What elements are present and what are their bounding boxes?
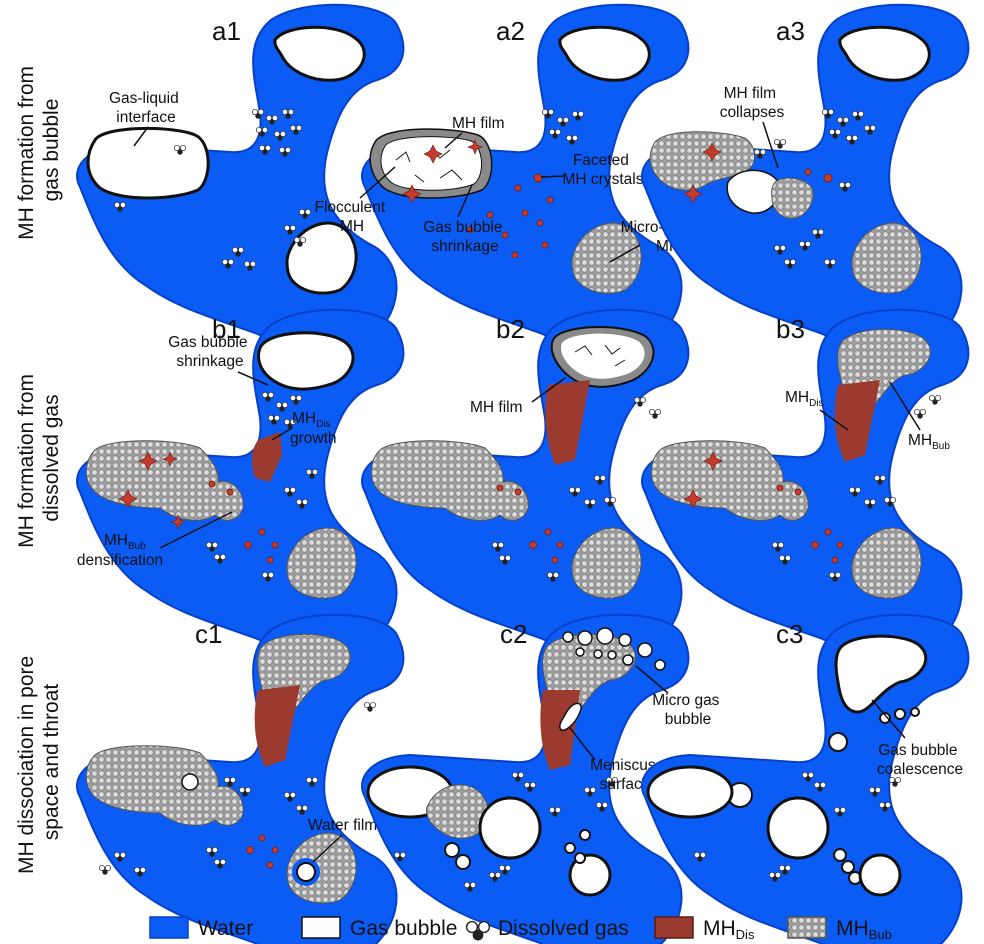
gas-bubble (258, 333, 353, 389)
panel-a1: a1 Gas-liquid interface (77, 5, 403, 352)
gas-bubble (648, 767, 732, 817)
panel-tag-b3: b3 (776, 314, 805, 344)
panel-tag-a2: a2 (496, 16, 525, 46)
row-title-b-line1: MH formation from (15, 374, 38, 548)
anno-mh-film: MH film (452, 115, 505, 132)
legend-swatch-gas-bubble (302, 917, 340, 938)
anno-mh-bub-b3: MHBub (908, 432, 950, 452)
anno-gas-bubble-shrinkage-b1: Gas bubble shrinkage (168, 334, 252, 370)
panel-tag-b2: b2 (496, 314, 525, 344)
anno-micro-gas-bubble: Micro gas bubble (652, 692, 724, 728)
panel-tag-c2: c2 (500, 619, 527, 649)
gas-bubble-shrunk (381, 137, 482, 191)
panel-b2: b2 MH film (362, 310, 688, 657)
panel-c3: c3 Gas bubble coalescence (642, 615, 968, 944)
gas-bubble (860, 855, 900, 895)
panel-b3: b3 MHDis MHBub (642, 310, 968, 657)
gas-bubble (480, 798, 540, 858)
panel-c1: c1 Water film (77, 615, 403, 944)
panel-tag-c3: c3 (776, 619, 803, 649)
row-title-b-line2: dissolved gas (40, 394, 63, 521)
panel-tag-a1: a1 (212, 16, 241, 46)
dissolved-gas-icon (467, 922, 490, 941)
anno-mh-film-collapses: MH film collapses (720, 85, 785, 121)
gas-bubble (768, 798, 828, 858)
row-title-b: MH formation from dissolved gas (15, 368, 63, 548)
row-title-a-line1: MH formation from (15, 66, 38, 240)
legend-item-gas-bubble: Gas bubble (302, 917, 457, 940)
arrow (541, 176, 565, 177)
legend-item-mh-dis: MHDis (655, 917, 755, 942)
gas-bubble (297, 863, 315, 881)
panel-tag-c1: c1 (195, 619, 222, 649)
legend-swatch-water (150, 917, 188, 938)
legend-swatch-mh-bub (788, 917, 826, 938)
anno-mh-film-b2: MH film (470, 399, 523, 416)
legend-label-dissolved-gas: Dissolved gas (498, 917, 629, 940)
row-title-c-line2: space and throat (40, 684, 63, 841)
legend-label-mh-dis: MHDis (703, 917, 755, 942)
panel-a3: a3 MH film collapses (642, 5, 968, 352)
legend-label-gas-bubble: Gas bubble (350, 917, 457, 940)
row-titles: MH formation from gas bubble MH formatio… (15, 60, 63, 874)
panel-tag-a3: a3 (776, 16, 805, 46)
row-title-c: MH dissociation in pore space and throat (15, 650, 63, 874)
row-title-a: MH formation from gas bubble (15, 60, 63, 240)
anno-gas-liquid-interface: Gas-liquid interface (109, 90, 183, 126)
anno-water-film: Water film (308, 817, 377, 834)
row-title-a-line2: gas bubble (40, 99, 63, 202)
row-title-c-line1: MH dissociation in pore (15, 656, 38, 874)
anno-mh-dis-b3: MHDis (785, 389, 824, 409)
legend-swatch-mh-dis (655, 917, 693, 938)
gas-bubble (88, 128, 208, 198)
legend-label-water: Water (198, 917, 253, 940)
legend-item-water: Water (150, 917, 253, 940)
gas-bubble (182, 774, 198, 790)
panel-b1: b1 Gas bubble shrinkage MHDis growth MHB… (77, 310, 403, 657)
